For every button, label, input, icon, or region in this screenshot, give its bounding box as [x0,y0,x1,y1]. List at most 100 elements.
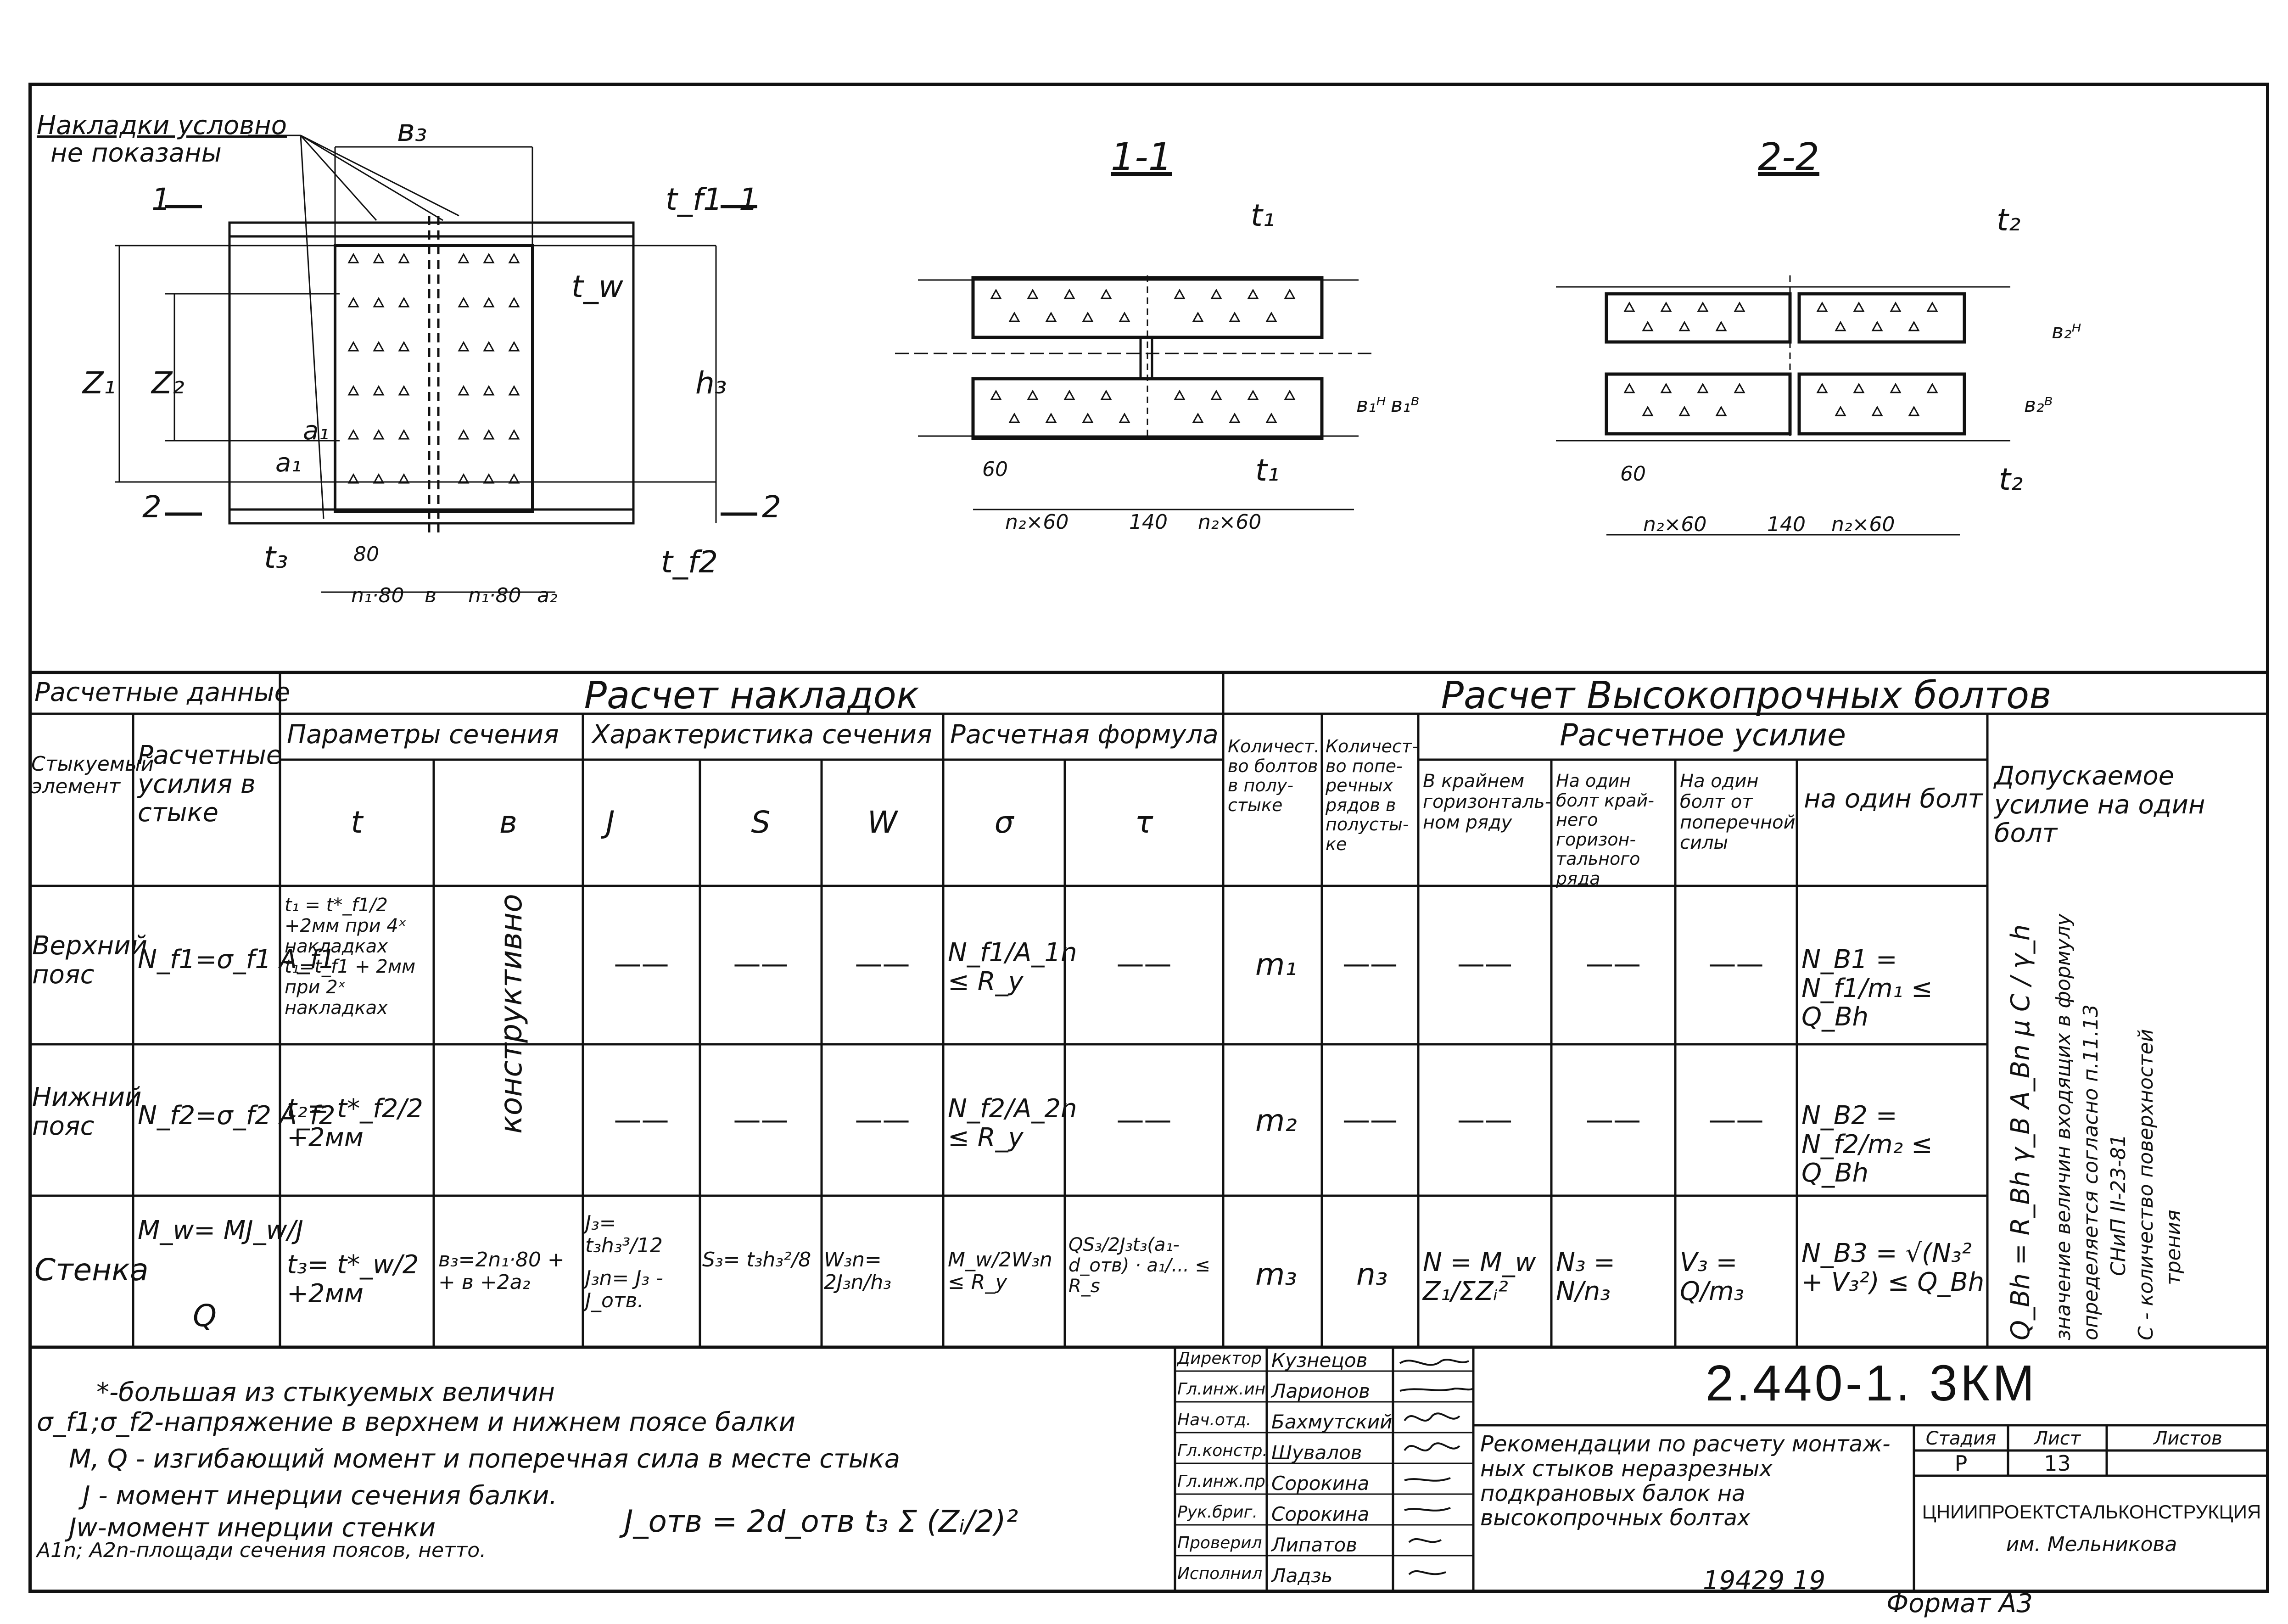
header-calc-data: Расчетные данные [34,678,291,707]
label-tf1: t_f1 [666,182,723,217]
dim-80: 80 [353,543,379,566]
note-plates-line1: Накладки условно [37,111,287,140]
row2-element: Нижний пояс [32,1082,142,1141]
s22-dim-60: 60 [1620,462,1646,486]
row1-m: m₁ [1255,947,1297,982]
header-edge-row: В крайнем горизонталь- ном ряду [1423,771,1552,833]
section-2-2-title: 2-2 [1758,135,1819,179]
row3-element: Стенка [34,1252,149,1288]
note-5: Jw-момент инерции стенки [69,1513,436,1543]
stamp-sheets-header: Листов [2154,1428,2222,1449]
stamp-role: Гл.констр. [1177,1441,1268,1460]
row2-m: m₂ [1255,1103,1297,1138]
label-t3: t₃ [264,540,288,575]
row3-force-q: Q [193,1298,217,1333]
col-sigma: σ [994,805,1014,840]
label-z1: Z₁ [83,365,116,401]
s11-dim-n2x60-right: n₂×60 [1198,510,1262,534]
row3-S-formula: S₃= t₃h₃²/8 [702,1248,811,1271]
row3-n: n₃ [1356,1257,1388,1292]
dim-a2: a₂ [537,584,558,607]
row2-edge-dash: —— [1457,1104,1512,1136]
stamp-name: Ларионов [1271,1380,1370,1402]
row3-N: N = M_w Z₁/ΣZᵢ² [1423,1248,1536,1306]
label-b3: в₃ [397,113,427,148]
row1-shear-dash: —— [1708,948,1764,980]
stamp-org-sub: им. Мельникова [2006,1533,2177,1556]
stamp-org: ЦНИИПРОЕКТСТАЛЬКОНСТРУКЦИЯ [1922,1501,2261,1523]
stamp-role: Нач.отд. [1177,1411,1252,1429]
cut-mark-1-right: 1 [739,182,758,217]
header-one-bolt: на один болт [1804,784,1983,814]
label-z2: Z₂ [151,365,185,401]
allow-text-3: СНиП II-23-81 [2107,1134,2130,1276]
row3-W-formula: W₃n= 2J₃n/h₃ [824,1248,891,1294]
drawing-title: Рекомендации по расчету монтаж-ных стыко… [1480,1431,1891,1531]
label-a1: a₁ [275,448,302,478]
col-b: в [499,805,517,840]
header-one-bolt-shear: На один болт от поперечной силы [1680,771,1796,854]
row3-t-formula: t₃= t*_w/2 +2мм [287,1250,419,1309]
row1-W-dash: —— [855,948,910,980]
stamp-name: Кузнецов [1271,1349,1368,1372]
note-plates-line2: не показаны [50,138,222,168]
cut-mark-2-right: 2 [762,489,781,525]
cut-mark-2-left: 2 [142,489,162,525]
row3-NB3: N_B3 = √(N₃² + V₃²) ≤ Q_Bh [1801,1238,1985,1297]
header-one-bolt-edge: На один болт край- него горизон- тальног… [1556,771,1654,889]
header-plates-calc: Расчет накладок [584,674,919,717]
row1-one-edge-dash: —— [1586,948,1641,980]
s11-bn: в₁ᴴ [1356,393,1386,417]
stamp-name: Липатов [1271,1534,1357,1556]
row2-t-formula: t₂= t*_f2/2 +2мм [287,1094,423,1153]
s11-t1-bottom: t₁ [1255,453,1280,488]
row3-force-mw: M_w= MJ_w/J [138,1215,303,1245]
row2-one-edge-dash: —— [1586,1104,1641,1136]
dim-n1x80-right: n₁·80 [468,584,521,607]
row1-nb: N_B1 = N_f1/m₁ ≤ Q_Bh [1801,945,1933,1032]
row1-edge-dash: —— [1457,948,1512,980]
header-rows-count: Количест- во попе- речных рядов в полуст… [1326,736,1418,854]
s11-t1-top: t₁ [1251,198,1275,233]
s22-t2-top: t₂ [1997,202,2021,238]
drawing-code: 2.440-1. 3КМ [1705,1355,2037,1411]
allow-text-5: трения [2162,1210,2185,1285]
stamp-name: Бахмутский [1271,1411,1393,1433]
row2-S-dash: —— [733,1104,789,1136]
drawing-frame [28,83,2269,1593]
label-a1-vertical: a₁ [303,416,329,446]
row2-sigma: N_f2/A_2n ≤ R_y [948,1094,1077,1153]
s11-dim-n2x60-left: n₂×60 [1005,510,1069,534]
stamp-roles: Директор Гл.инж.ин Нач.отд. Гл.констр. Г… [1177,1349,1270,1596]
row3-sigma: M_w/2W₃n ≤ R_y [948,1248,1052,1294]
note-6: A1n; A2n-площади сечения поясов, нетто. [37,1539,487,1562]
header-bolts-calc: Расчет Высокопрочных болтов [1441,674,2052,717]
note-2: σ_f1;σ_f2-напряжение в верхнем и нижнем … [37,1407,795,1437]
row1-rows-dash: —— [1343,948,1398,980]
col-tau: τ [1135,805,1153,840]
stamp-sheet-header: Лист [2034,1428,2081,1449]
row1-t-formula: t₁ = t*_f1/2 +2мм при 4ˣ накладках t₁=t_… [285,895,416,1019]
row3-Jn-formula: J₃n= J₃ -J_oтв. [585,1266,663,1313]
note-4: J - момент инерции сечения балки. [83,1481,558,1511]
stamp-name: Сорокина [1271,1503,1370,1525]
allow-text-4: С - количество поверхностей [2134,1029,2158,1340]
row1-J-dash: —— [614,948,669,980]
archive-number: 19429 19 [1703,1566,1826,1596]
row1-tau-dash: —— [1116,948,1172,980]
header-params: Параметры сечения [287,720,559,750]
allow-text-2: определяется согласно п.11.13 [2079,1004,2103,1340]
stamp-name: Сорокина [1271,1472,1370,1495]
header-allowable: Допускаемое усилие на один болт [1994,761,2205,849]
stamp-role: Исполнил [1177,1564,1263,1583]
dim-n1x80-left: n₁·80 [351,584,404,607]
note-formula: J_отв = 2d_отв t₃ Σ (Zᵢ/2)² [624,1504,1018,1539]
b-constructive: конструктивно [493,894,529,1134]
col-J: J [606,805,615,840]
stamp-role: Рук.бриг. [1177,1503,1258,1522]
row3-N3: N₃ = N/n₃ [1556,1248,1616,1306]
s22-dim-140: 140 [1767,513,1806,536]
header-design-force: Расчетное усилие [1560,717,1846,753]
header-bolt-count: Количест. во болтов в полу- стыке [1228,736,1320,815]
